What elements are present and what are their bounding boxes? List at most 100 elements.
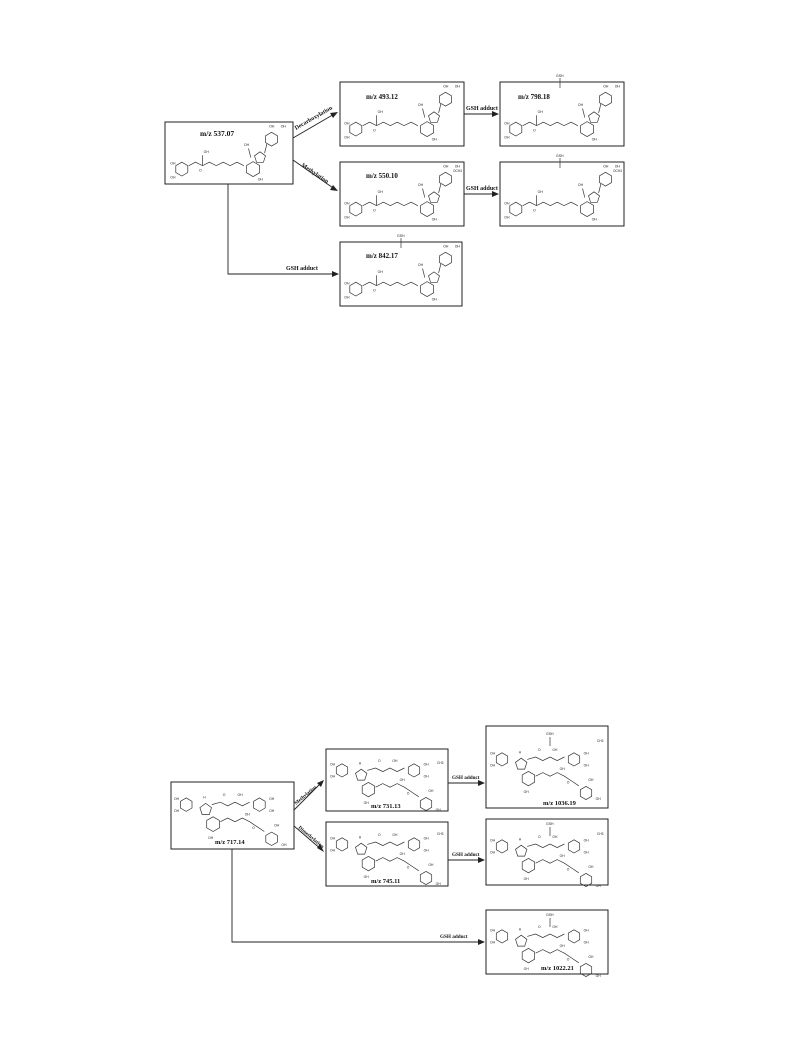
mol-717-oh-acid1: OH (237, 793, 243, 797)
mol-gsh-methyl-oh-c1: OH (603, 165, 609, 169)
arrow-methylation (292, 159, 337, 191)
mol-842-aryl-link (438, 263, 442, 274)
mol-gsh-dimethyl-ring-d (579, 872, 593, 888)
mol-gsh-dimethyl-o-2: O (567, 867, 570, 871)
mol-537-aryl-link (264, 143, 268, 154)
mol-537-furan (254, 151, 266, 163)
mol-798-acid-oh: OH (538, 110, 544, 114)
mol-731-furan (355, 768, 368, 781)
ch3-tag-1036: CH3 (597, 739, 604, 743)
mol-550-ring-b (420, 201, 434, 218)
mol-493-oh-c1: OH (443, 85, 449, 89)
mol-717-oh-c1: OH (269, 797, 275, 801)
mol-gsh-dimethyl-ring-a (495, 839, 509, 854)
mol-1022-o-1: O (538, 925, 541, 929)
mol-745-o-1: O (378, 833, 381, 837)
mol-731-h: H (359, 761, 362, 765)
mol-gsh-dimethyl-ring-b (521, 857, 535, 874)
mol-798-o-ester: O (533, 128, 536, 132)
arrowhead-gsh-1 (492, 111, 499, 117)
mol-1036-link-top (527, 756, 565, 761)
scheme-2: m/z 717.14 m/z 731.13 m/z 745.11 m/z 103… (170, 725, 609, 975)
mol-717-link-top (211, 801, 250, 807)
mol-798-aryl-link (598, 103, 602, 114)
gsh-tag-1036: GSH (546, 732, 554, 736)
mol-731-o-2: O (407, 791, 410, 795)
mol-537-cooh-stem (248, 148, 252, 158)
arrowhead-gsh-6 (478, 939, 485, 945)
mol-1022-oh-acid1: OH (552, 925, 558, 929)
mol-798-ring-c (599, 91, 612, 107)
mol-745-oh-a2: OH (330, 849, 336, 853)
mol-493-furan (428, 111, 440, 123)
mol-550-acid-oh: OH (378, 190, 384, 194)
ch3-tag-731: CH3 (437, 761, 444, 765)
mol-1022-oh-a2: OH (490, 941, 496, 945)
mol-731-oh-b: OH (364, 801, 370, 805)
mol-550-linker (362, 201, 419, 207)
mol-493-oh-b: OH (432, 138, 438, 142)
arrowhead-decarboxylation (330, 112, 338, 118)
mol-537-cooh-oh: OH (244, 143, 250, 147)
mol-745-link-top (367, 841, 405, 846)
mol-745-o-2: O (407, 865, 410, 869)
mol-842-oh-b: OH (432, 298, 438, 302)
mol-1022-h: H (519, 927, 522, 931)
mol-493-cooh-stem (422, 108, 426, 118)
arrow-gsh-6 (231, 849, 482, 943)
mol-1036-h: H (519, 750, 522, 754)
mol-537-oh-c2: OH (281, 125, 287, 129)
mol-717-h: H (203, 796, 206, 800)
mol-gsh-dimethyl-link-mid (535, 859, 579, 874)
mol-1036-oh-d2: OH (596, 797, 602, 801)
mol-798-oh-c1: OH (603, 85, 609, 89)
mol-537-ring-b (246, 161, 260, 178)
mol-798-cooh-oh: OH (578, 103, 584, 107)
mol-731-oh-acid2: OH (400, 778, 406, 782)
mz-1022: m/z 1022.21 (541, 965, 574, 972)
mol-gsh-dimethyl-oh-a1: OH (490, 839, 496, 843)
mol-550-ring-c (439, 171, 452, 187)
mol-717-ring-c (253, 797, 266, 812)
mol-550-oh-a2: OH (344, 215, 350, 219)
mol-1036-oh-b: OH (524, 790, 530, 794)
mol-1022-link-top (527, 933, 565, 938)
ch3-tag-745: CH3 (437, 832, 444, 836)
mz-745: m/z 745.11 (371, 878, 400, 885)
mol-537-oh-b: OH (258, 178, 264, 182)
mol-493-ring-a (349, 121, 363, 137)
arrowhead-dimethylation (317, 844, 324, 852)
mol-731-ring-c (407, 763, 421, 778)
mol-gsh-methyl-oh-a1: OH (504, 202, 510, 206)
label-methylation-2: Methylation (293, 784, 318, 806)
mol-493-o-ester: O (373, 128, 376, 132)
gsh-tag-798: GSH (556, 74, 564, 78)
mol-745-furan (355, 842, 368, 855)
arrow-dimethylation (293, 825, 323, 851)
mol-842-acid-oh: OH (378, 270, 384, 274)
mol-gsh-methyl-ring-a (509, 201, 523, 217)
mol-717-oh-c2: OH (269, 809, 275, 813)
mol-gsh-dimethyl-h: H (519, 837, 522, 841)
mol-731-oh-acid1: OH (392, 759, 398, 763)
mol-842-furan (428, 271, 440, 283)
arrowhead-gsh-2 (492, 191, 499, 197)
mol-745-ring-c (407, 837, 421, 852)
mol-gsh-methyl-ring-c (599, 171, 612, 187)
mol-550-o-ester: O (373, 208, 376, 212)
mz-717: m/z 717.14 (215, 839, 245, 846)
mol-798-oh-a2: OH (504, 135, 510, 139)
mol-745-ring-b (361, 855, 375, 872)
mol-1036-oh-acid1: OH (552, 748, 558, 752)
mol-1022-ring-d (579, 962, 593, 978)
mol-1036-oh-a1: OH (490, 752, 496, 756)
mol-gsh-dimethyl-oh-d1: OH (588, 865, 594, 869)
mz-493: m/z 493.12 (366, 93, 398, 101)
mol-537-oh-a1: OH (170, 162, 176, 166)
gsh-tag-methyl: GSH (556, 154, 564, 158)
mol-717-ring-a (180, 797, 193, 812)
mol-1036-oh-d1: OH (588, 778, 594, 782)
mz-537: m/z 537.07 (200, 129, 234, 138)
